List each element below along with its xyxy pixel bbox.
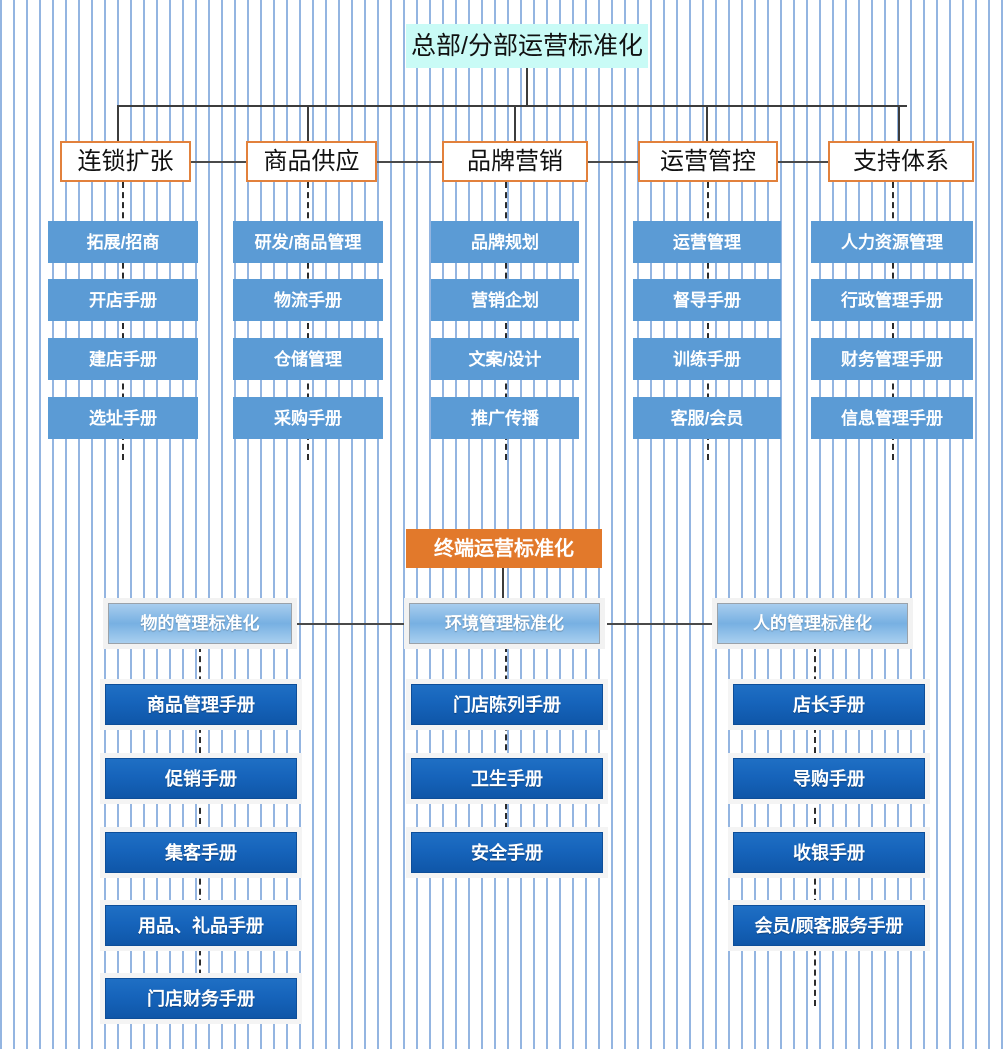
connector-branch-link-2 [377,161,442,163]
connector-spine-4 [707,182,709,460]
bottom-item-3-4[interactable]: 会员/顾客服务手册 [733,905,925,946]
top-item-1-2[interactable]: 开店手册 [48,279,198,321]
top-item-1-1[interactable]: 拓展/招商 [48,221,198,263]
bottom-item-3-3[interactable]: 收银手册 [733,832,925,873]
connector-spine-3 [505,182,507,460]
connector-drop-3 [514,105,516,142]
bottom-item-1-2[interactable]: 促销手册 [105,758,297,799]
bottom-item-2-3[interactable]: 安全手册 [411,832,603,873]
top-title-box[interactable]: 总部/分部运营标准化 [406,24,648,68]
top-item-4-3[interactable]: 训练手册 [633,338,781,380]
top-item-2-1[interactable]: 研发/商品管理 [233,221,383,263]
top-item-3-3[interactable]: 文案/设计 [431,338,579,380]
connector-branch-link-4 [778,161,828,163]
bottom-title-box[interactable]: 终端运营标准化 [406,529,602,568]
connector-bottom-link-left [292,623,405,625]
connector-bottom-title-stem [502,567,504,603]
connector-spine-1 [122,182,124,460]
connector-drop-1 [117,105,119,142]
connector-horizontal-bus [117,105,907,107]
top-item-4-2[interactable]: 督导手册 [633,279,781,321]
bottom-item-1-5[interactable]: 门店财务手册 [105,978,297,1019]
bottom-branch-2[interactable]: 环境管理标准化 [409,603,600,644]
top-item-3-1[interactable]: 品牌规划 [431,221,579,263]
connector-branch-link-3 [588,161,638,163]
connector-title-stem [526,67,528,106]
top-item-3-4[interactable]: 推广传播 [431,397,579,439]
top-item-4-4[interactable]: 客服/会员 [633,397,781,439]
top-item-5-4[interactable]: 信息管理手册 [811,397,973,439]
top-item-1-3[interactable]: 建店手册 [48,338,198,380]
top-item-5-3[interactable]: 财务管理手册 [811,338,973,380]
top-item-1-4[interactable]: 选址手册 [48,397,198,439]
bottom-branch-3[interactable]: 人的管理标准化 [717,603,908,644]
top-branch-2[interactable]: 商品供应 [246,141,377,182]
top-branch-3[interactable]: 品牌营销 [442,141,588,182]
bottom-item-3-1[interactable]: 店长手册 [733,684,925,725]
top-item-2-4[interactable]: 采购手册 [233,397,383,439]
top-item-2-2[interactable]: 物流手册 [233,279,383,321]
connector-bottom-link-right [607,623,717,625]
bottom-item-1-4[interactable]: 用品、礼品手册 [105,905,297,946]
connector-bottom-spine-3 [814,646,816,1006]
top-item-5-2[interactable]: 行政管理手册 [811,279,973,321]
top-item-2-3[interactable]: 仓储管理 [233,338,383,380]
top-item-5-1[interactable]: 人力资源管理 [811,221,973,263]
bottom-item-1-1[interactable]: 商品管理手册 [105,684,297,725]
connector-spine-5 [892,182,894,460]
top-branch-5[interactable]: 支持体系 [828,141,974,182]
top-branch-4[interactable]: 运营管控 [638,141,778,182]
bottom-item-3-2[interactable]: 导购手册 [733,758,925,799]
connector-branch-link-1 [191,161,251,163]
top-item-4-1[interactable]: 运营管理 [633,221,781,263]
bottom-branch-1[interactable]: 物的管理标准化 [108,603,292,644]
bottom-item-1-3[interactable]: 集客手册 [105,832,297,873]
bottom-item-2-2[interactable]: 卫生手册 [411,758,603,799]
top-branch-1[interactable]: 连锁扩张 [60,141,191,182]
bottom-item-2-1[interactable]: 门店陈列手册 [411,684,603,725]
connector-bottom-spine-1 [199,646,201,1006]
connector-spine-2 [307,182,309,460]
top-item-3-2[interactable]: 营销企划 [431,279,579,321]
connector-drop-5 [898,105,900,142]
connector-drop-4 [706,105,708,142]
connector-drop-2 [307,105,309,142]
